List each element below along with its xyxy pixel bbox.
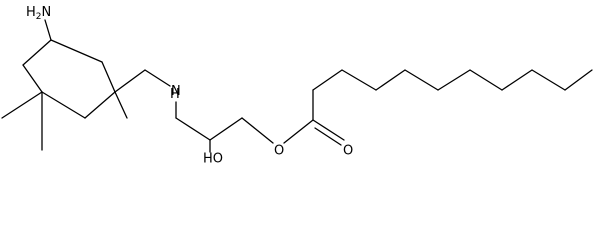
ring-bond	[22, 64, 43, 93]
ester-bond	[283, 119, 314, 144]
chemical-structure: H2N H N HO O O	[1, 5, 593, 167]
methyl-bond	[114, 91, 128, 119]
secondary-amine-label-n: N	[171, 84, 181, 99]
hydroxyl-label: HO	[203, 152, 223, 167]
ring-bond	[84, 91, 116, 119]
chain-bond	[375, 69, 406, 91]
carbonyl-bond	[312, 119, 345, 141]
carbonyl-bond	[314, 127, 342, 146]
chain-bond	[312, 69, 343, 91]
ring-bond	[101, 61, 116, 93]
chain-bond	[469, 69, 503, 91]
chain-bond	[531, 69, 566, 91]
amine-label: H2N	[26, 5, 51, 22]
chain-bond	[341, 69, 377, 91]
carbonyl-oxygen-label: O	[343, 144, 353, 159]
chain-bond	[564, 69, 593, 91]
chain-bond	[437, 69, 471, 91]
secondary-amine-label: H	[170, 87, 180, 102]
ring-bond	[50, 39, 103, 63]
chain-bond	[404, 69, 439, 91]
propyl-bond	[175, 117, 211, 141]
chain-bond	[501, 69, 533, 91]
methyl-bond	[1, 91, 43, 119]
alkyl-chain	[312, 69, 593, 121]
ester-oxygen-label: O	[274, 144, 284, 159]
ester-o-bond	[241, 117, 274, 144]
methylene-bond	[144, 69, 171, 87]
amine-bond	[44, 19, 52, 41]
cyclohexane-ring	[22, 39, 116, 119]
propyl-bond	[209, 117, 243, 141]
ring-bond	[41, 91, 86, 119]
methylene-bond	[114, 69, 146, 93]
ring-bond	[22, 39, 52, 66]
